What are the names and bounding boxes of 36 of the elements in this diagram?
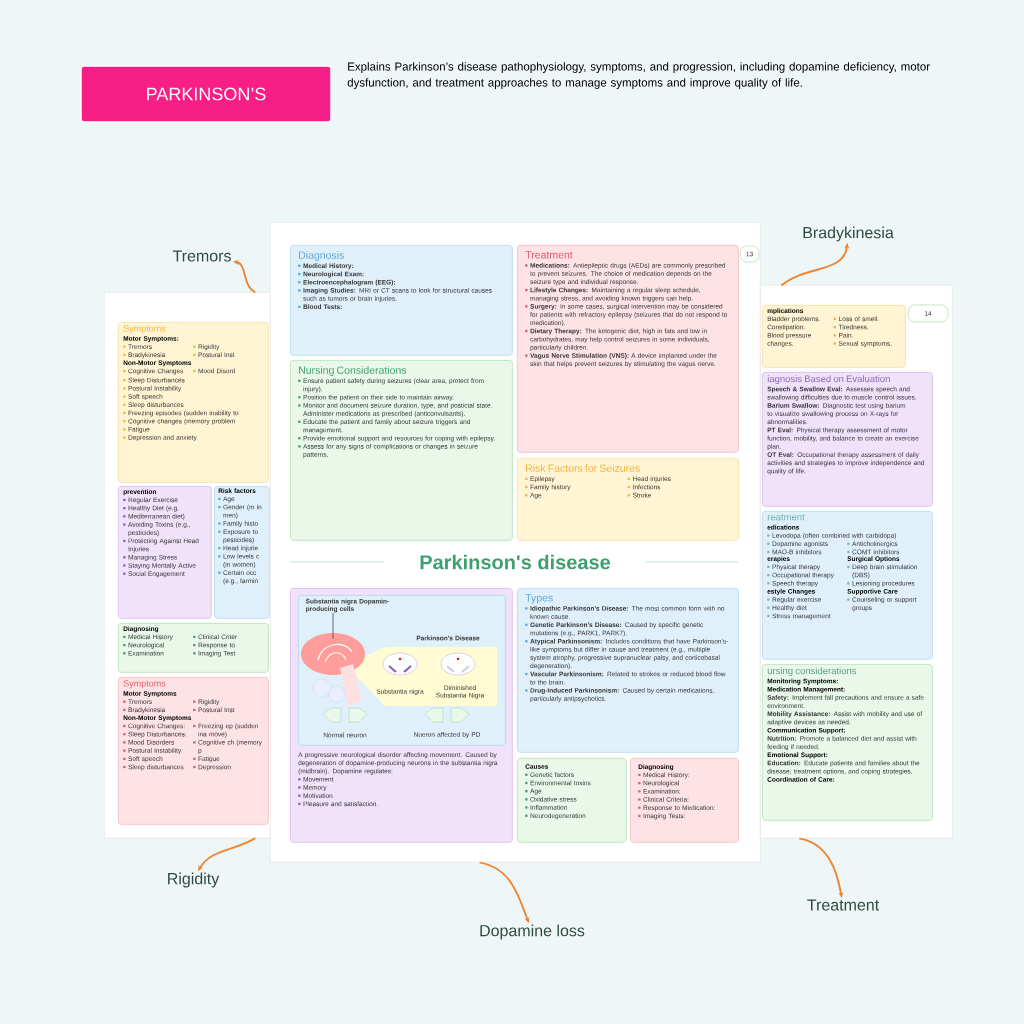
panel-heading: Treatment — [525, 251, 573, 259]
leader-line — [332, 612, 334, 640]
info-panel — [118, 623, 269, 673]
panel-heading: Symptoms — [123, 325, 166, 334]
callout-label: Bradykinesia — [803, 226, 894, 242]
panel-heading: Diagnosis — [299, 251, 344, 261]
panel-heading: Types — [525, 594, 553, 604]
page-title: Parkinson's disease — [420, 554, 611, 570]
panel-heading: Symptoms — [123, 680, 166, 689]
panel-heading: ursing considerations — [767, 667, 857, 677]
info-panel — [762, 511, 933, 660]
info-panel — [630, 758, 739, 843]
panel-heading: reatment — [767, 514, 805, 521]
panel-heading: iagnosis Based on Evaluation — [767, 375, 890, 385]
brain-drawing — [301, 633, 365, 706]
callout-label: Rigidity — [168, 872, 220, 888]
info-panel — [517, 245, 739, 453]
info-panel — [517, 458, 739, 541]
description-text: Explains Parkinson’s disease pathophysiology, symptoms, and progression, including dopamine deficiency, motor dysfunction, and treatment approaches to manage symptoms and improve quality of life. — [347, 62, 930, 89]
title-badge: PARKINSON’S — [80, 65, 332, 123]
info-panel — [118, 486, 212, 619]
info-panel — [118, 677, 269, 825]
info-panel — [290, 360, 513, 541]
info-panel — [762, 664, 933, 821]
panel-heading: Nursing Considerations — [299, 366, 407, 376]
info-panel — [762, 372, 933, 507]
callout-label: Treatment — [807, 899, 880, 911]
info-panel — [214, 486, 270, 619]
callout-label: Dopamine loss — [480, 924, 585, 940]
info-panel — [118, 322, 269, 483]
info-panel — [290, 245, 513, 356]
info-panel — [517, 758, 627, 843]
panel-heading: Risk Factors for Seizures — [526, 464, 640, 472]
info-panel — [517, 588, 739, 753]
info-panel — [762, 305, 906, 368]
callout-label: Tremors — [172, 250, 231, 262]
